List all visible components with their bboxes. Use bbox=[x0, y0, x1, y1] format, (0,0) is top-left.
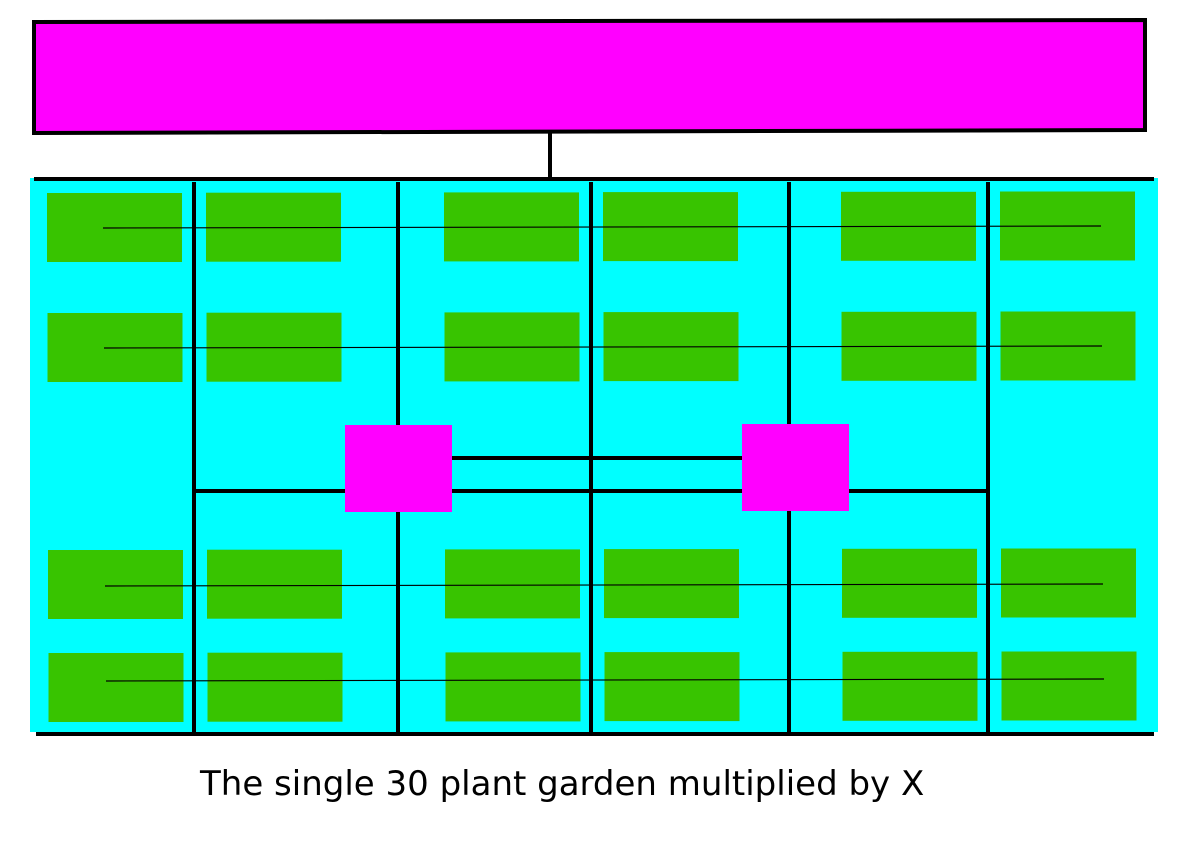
header-bar bbox=[32, 17, 1147, 136]
plant-bed bbox=[445, 549, 580, 619]
plant-bed bbox=[842, 651, 978, 721]
drip-line bbox=[102, 225, 1102, 229]
diagram-caption: The single 30 plant garden multiplied by… bbox=[200, 764, 925, 804]
junction-box-right bbox=[742, 424, 849, 511]
plant-bed bbox=[445, 652, 581, 722]
drip-line bbox=[103, 345, 1103, 349]
garden-field bbox=[30, 178, 1158, 732]
plant-bed bbox=[48, 550, 183, 619]
plant-bed bbox=[1001, 548, 1136, 618]
plant-bed bbox=[604, 652, 740, 722]
plant-bed bbox=[1001, 651, 1137, 721]
plant-bed bbox=[207, 652, 343, 722]
drip-line bbox=[104, 583, 1104, 587]
junction-box-left bbox=[345, 425, 452, 512]
drip-line bbox=[105, 678, 1105, 682]
drip-lines bbox=[102, 225, 1105, 682]
plant-bed bbox=[48, 653, 184, 722]
junction-boxes bbox=[345, 424, 849, 512]
plant-bed bbox=[842, 548, 977, 618]
plant-bed bbox=[604, 549, 739, 619]
plant-bed bbox=[207, 549, 342, 619]
